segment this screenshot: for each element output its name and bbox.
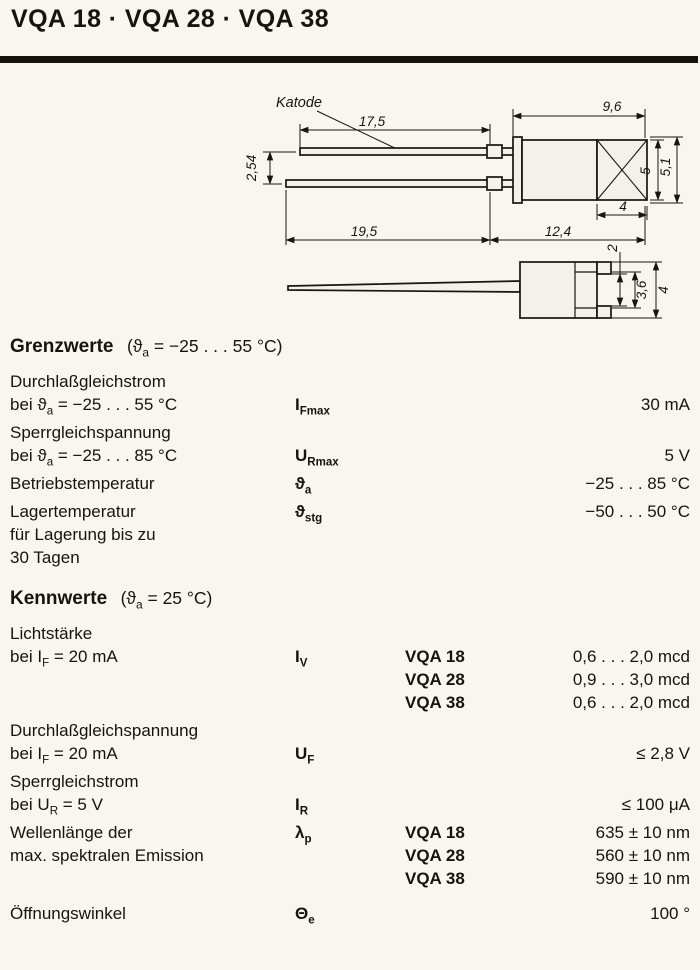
type-label: VQA 28 <box>405 846 465 865</box>
param-condition: bei ϑa = −25 . . . 85 °C <box>10 446 178 469</box>
param-condition: 30 Tagen <box>10 548 80 567</box>
param-symbol: λp <box>295 823 312 846</box>
param-value: 635 ± 10 nm <box>595 823 690 842</box>
grenzwerte-table: Durchlaßgleichstrom bei ϑa = −25 . . . 5… <box>10 370 690 569</box>
param-symbol: IFmax <box>295 395 330 418</box>
led-side-view <box>285 136 648 204</box>
param-name: Lagertemperatur <box>10 502 136 521</box>
param-name: Sperrgleichspannung <box>10 423 171 442</box>
param-condition: für Lagerung bis zu <box>10 525 156 544</box>
param-value: 0,9 . . . 3,0 mcd <box>572 670 690 689</box>
param-name: Wellenlänge der <box>10 823 133 842</box>
table-row: Öffnungswinkel Θe 100 ° <box>10 902 690 927</box>
dim-3-6: 3,6 <box>634 280 649 299</box>
param-value: 5 V <box>664 446 690 465</box>
param-condition: max. spektralen Emission <box>10 846 204 865</box>
param-value: ≤ 2,8 V <box>636 744 690 763</box>
type-label: VQA 18 <box>405 823 465 842</box>
param-name: Durchlaßgleichstrom <box>10 372 166 391</box>
kennwerte-heading: Kennwerte <box>10 588 108 609</box>
param-value: 560 ± 10 nm <box>595 846 690 865</box>
param-condition: bei IF = 20 mA <box>10 744 118 767</box>
param-value: 30 mA <box>640 395 690 414</box>
param-symbol: IR <box>295 795 309 818</box>
grenzwerte-condition: (ϑa = −25 . . . 55 °C) <box>126 336 283 360</box>
kennwerte-section: Kennwerte (ϑa = 25 °C) Lichtstärke bei I… <box>10 588 690 930</box>
type-value-line: VQA 28 0,9 . . . 3,0 mcd <box>405 668 690 691</box>
table-row: Lagertemperatur für Lagerung bis zu 30 T… <box>10 500 690 569</box>
param-value: −25 . . . 85 °C <box>585 474 690 493</box>
table-row: Lichtstärke bei IF = 20 mA IV VQA 18 0,6… <box>10 622 690 714</box>
type-label: VQA 28 <box>405 670 465 689</box>
dim-2-54: 2,54 <box>244 155 259 182</box>
title-rule <box>0 56 698 63</box>
dim-17-5: 17,5 <box>359 114 386 129</box>
type-label: VQA 38 <box>405 869 465 888</box>
param-symbol: ϑa <box>295 474 312 497</box>
dimension-drawing: Katode 17,5 9,6 2,54 5 5,1 4 19,5 12,4 2… <box>244 95 683 319</box>
led-front-view <box>287 261 612 319</box>
param-value: 100 ° <box>650 904 690 923</box>
param-symbol: Θe <box>295 904 315 927</box>
type-value-line: VQA 38 590 ± 10 nm <box>405 867 690 890</box>
type-value-line: VQA 28 560 ± 10 nm <box>405 844 690 867</box>
param-name: Betriebstemperatur <box>10 474 155 493</box>
table-row: Durchlaßgleichstrom bei ϑa = −25 . . . 5… <box>10 370 690 418</box>
type-label: VQA 18 <box>405 647 465 666</box>
param-symbol: ϑstg <box>295 502 323 525</box>
dim-5: 5 <box>638 167 653 175</box>
table-row: Sperrgleichspannung bei ϑa = −25 . . . 8… <box>10 421 690 469</box>
grenzwerte-heading: Grenzwerte <box>10 336 114 357</box>
kennwerte-condition: (ϑa = 25 °C) <box>120 588 213 612</box>
katode-label: Katode <box>276 95 322 111</box>
table-row: Betriebstemperatur ϑa −25 . . . 85 °C <box>10 472 690 497</box>
kennwerte-heading-line: Kennwerte (ϑa = 25 °C) <box>10 588 690 610</box>
table-row: Durchlaßgleichspannung bei IF = 20 mA UF… <box>10 719 690 767</box>
dimension-labels: Katode 17,5 9,6 2,54 5 5,1 4 19,5 12,4 2… <box>244 95 673 299</box>
param-value: −50 . . . 50 °C <box>585 502 690 521</box>
dim-9-6: 9,6 <box>603 99 622 114</box>
param-value: ≤ 100 μA <box>621 795 690 814</box>
param-condition: bei UR = 5 V <box>10 795 103 818</box>
param-name: Sperrgleichstrom <box>10 772 139 791</box>
param-name: Durchlaßgleichspannung <box>10 721 199 740</box>
type-label: VQA 38 <box>405 693 465 712</box>
dim-5-1: 5,1 <box>658 158 673 177</box>
dim-2: 2 <box>605 244 620 253</box>
param-name: Lichtstärke <box>10 624 93 643</box>
dim-4-lens: 4 <box>619 199 627 214</box>
param-symbol: IV <box>295 647 308 670</box>
kennwerte-table: Lichtstärke bei IF = 20 mA IV VQA 18 0,6… <box>10 622 690 927</box>
dimension-lines <box>263 109 683 319</box>
dim-4-front: 4 <box>656 286 671 294</box>
dim-19-5: 19,5 <box>351 224 378 239</box>
table-row: Wellenlänge der max. spektralen Emission… <box>10 821 690 890</box>
param-value: 0,6 . . . 2,0 mcd <box>572 647 690 666</box>
type-value-line: VQA 18 0,6 . . . 2,0 mcd <box>405 645 690 668</box>
type-value-line: VQA 38 0,6 . . . 2,0 mcd <box>405 691 690 714</box>
param-value: 590 ± 10 nm <box>595 869 690 888</box>
param-value: 0,6 . . . 2,0 mcd <box>572 693 690 712</box>
param-name: Öffnungswinkel <box>10 904 126 923</box>
param-symbol: UF <box>295 744 315 767</box>
grenzwerte-heading-line: Grenzwerte (ϑa = −25 . . . 55 °C) <box>10 336 690 358</box>
param-condition: bei IF = 20 mA <box>10 647 118 670</box>
param-condition: bei ϑa = −25 . . . 55 °C <box>10 395 178 418</box>
page-title: VQA 18 · VQA 28 · VQA 38 <box>11 5 330 33</box>
type-value-line: VQA 18 635 ± 10 nm <box>405 821 690 844</box>
param-symbol: URmax <box>295 446 339 469</box>
table-row: Sperrgleichstrom bei UR = 5 V IR ≤ 100 μ… <box>10 770 690 818</box>
dim-12-4: 12,4 <box>545 224 571 239</box>
grenzwerte-section: Grenzwerte (ϑa = −25 . . . 55 °C) Durchl… <box>10 336 690 574</box>
